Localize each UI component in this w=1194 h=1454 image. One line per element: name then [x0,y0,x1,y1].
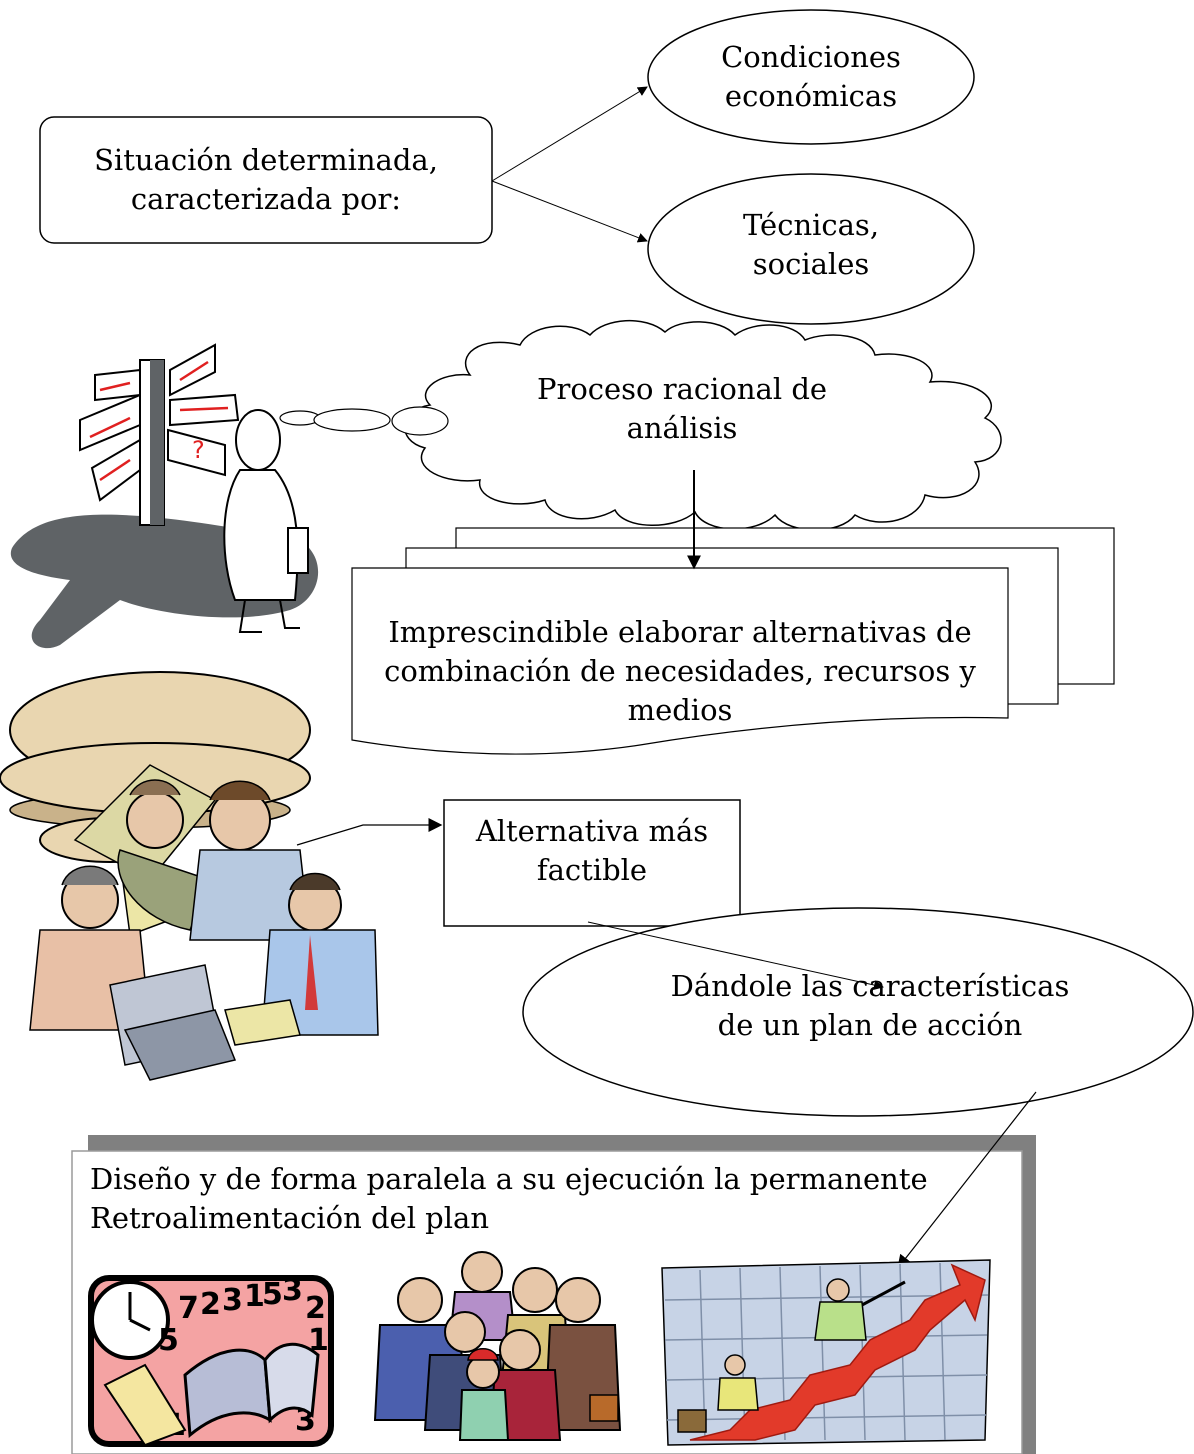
alternativa-line1: Alternativa más [475,814,709,848]
calendar-digit-7: 2 [305,1291,326,1326]
calendar-digit-9: 5 [158,1323,179,1358]
diseno-label: Diseño y de forma paralela a su ejecució… [90,1160,1015,1238]
imprescindible-line2: combinación de necesidades, recursos y [384,654,976,688]
alternativa-box [443,799,741,927]
calendar-clipart: 7 2 3 1 5 3 2 1 5 1 3 [88,1273,334,1447]
arrow-to-dandole [587,921,884,990]
dandole-oval [522,907,1194,1117]
calendar-digit-8: 1 [308,1323,329,1358]
dandole-label: Dándole las características de un plan d… [600,967,1140,1045]
doc-front [351,567,1009,755]
thought-bubble-medium [313,408,391,432]
arrow-to-diseno [897,1091,1037,1270]
signpost-clipart: ? [10,343,319,649]
proceso-label: Proceso racional de análisis [520,370,844,448]
arrow-to-condiciones [491,86,648,182]
imprescindible-line1: Imprescindible elaborar alternativas de [388,615,972,649]
proceso-cloud [404,320,1002,531]
signpost-question-mark: ? [192,436,205,464]
condiciones-label: Condiciones económicas [648,38,974,116]
situacion-line2: caracterizada por: [130,182,402,216]
team-meeting-clipart [0,671,379,1081]
tecnicas-label: Técnicas, sociales [648,206,974,284]
situacion-label: Situación determinada, caracterizada por… [40,141,492,219]
alternativa-label: Alternativa más factible [444,812,740,890]
thought-bubble-large [391,406,449,436]
imprescindible-label: Imprescindible elaborar alternativas de … [352,613,1008,730]
calendar-digit-2: 2 [200,1287,221,1322]
crowd-clipart [373,1251,622,1441]
condiciones-line2: económicas [724,79,898,113]
tecnicas-oval [647,173,975,325]
calendar-digit-6: 3 [282,1273,303,1308]
situacion-line1: Situación determinada, [94,143,438,177]
arrow-to-tecnicas [491,180,648,243]
imprescindible-line3: medios [627,693,733,727]
growth-stairs-clipart [661,1259,991,1446]
calendar-digit-3: 3 [222,1283,243,1318]
calendar-digit-4: 1 [244,1279,265,1314]
arrow-to-alternativa [296,818,443,846]
situacion-box [39,116,493,244]
dandole-line2: de un plan de acción [717,1008,1023,1042]
diseno-line1: Diseño y de forma paralela a su ejecució… [90,1162,928,1196]
calendar-digit-1: 7 [178,1291,199,1326]
proceso-line2: análisis [626,411,738,445]
alternativa-line2: factible [536,853,648,887]
proceso-line1: Proceso racional de [536,372,828,406]
calendar-digit-5: 5 [262,1277,283,1312]
dandole-line1: Dándole las características [670,969,1070,1003]
condiciones-oval [647,9,975,145]
diseno-line2: Retroalimentación del plan [90,1201,489,1235]
tecnicas-line1: Técnicas, [742,208,880,242]
tecnicas-line2: sociales [752,247,870,281]
condiciones-line1: Condiciones [721,40,901,74]
